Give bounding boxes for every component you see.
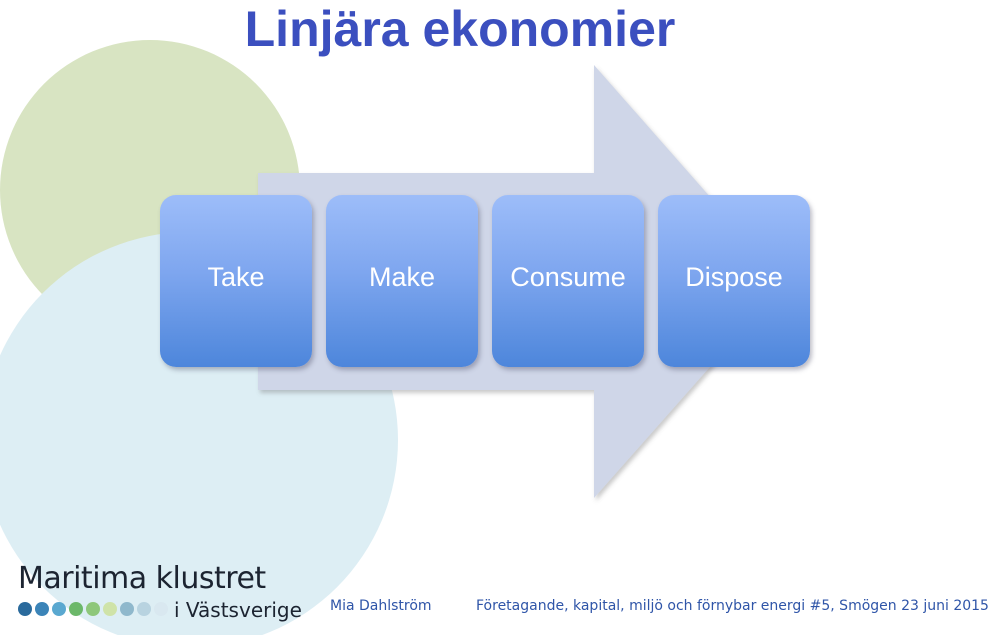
logo-dot [18,602,32,616]
logo-name: Maritima klustret [18,561,266,596]
logo-dot [103,602,117,616]
logo-dot [35,602,49,616]
logo-dot [154,602,168,616]
step-consume: Consume [492,195,644,367]
footer-event-info: Företagande, kapital, miljö och förnybar… [476,598,989,614]
logo-dot [137,602,151,616]
step-take: Take [160,195,312,367]
step-label: Make [368,261,436,292]
step-label: Dispose [685,261,783,292]
logo-dot [120,602,134,616]
logo-dot [69,602,83,616]
logo-dots [18,602,168,616]
footer-author: Mia Dahlström [330,598,432,614]
logo-region: i Västsverige [174,598,302,622]
logo-dot [86,602,100,616]
background-shapes [0,40,785,635]
step-make: Make [326,195,478,367]
step-label: Consume [510,261,626,292]
step-dispose: Dispose [658,195,810,367]
logo-dot [52,602,66,616]
slide-title: Linjära ekonomier [244,1,676,57]
step-label: Take [207,261,265,292]
